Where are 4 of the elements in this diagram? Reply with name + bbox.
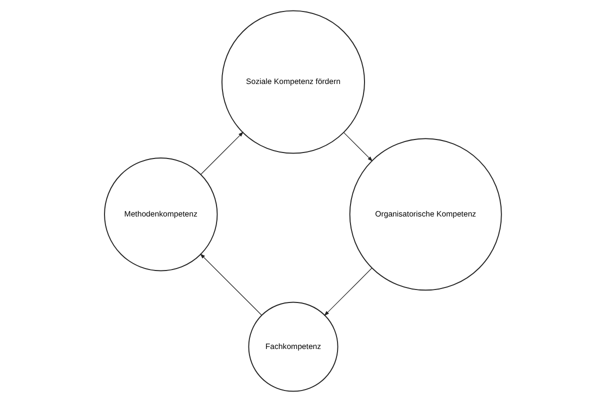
- arrow: [200, 254, 262, 316]
- arrow: [342, 132, 372, 162]
- arrow: [324, 268, 372, 316]
- arrow: [200, 132, 244, 175]
